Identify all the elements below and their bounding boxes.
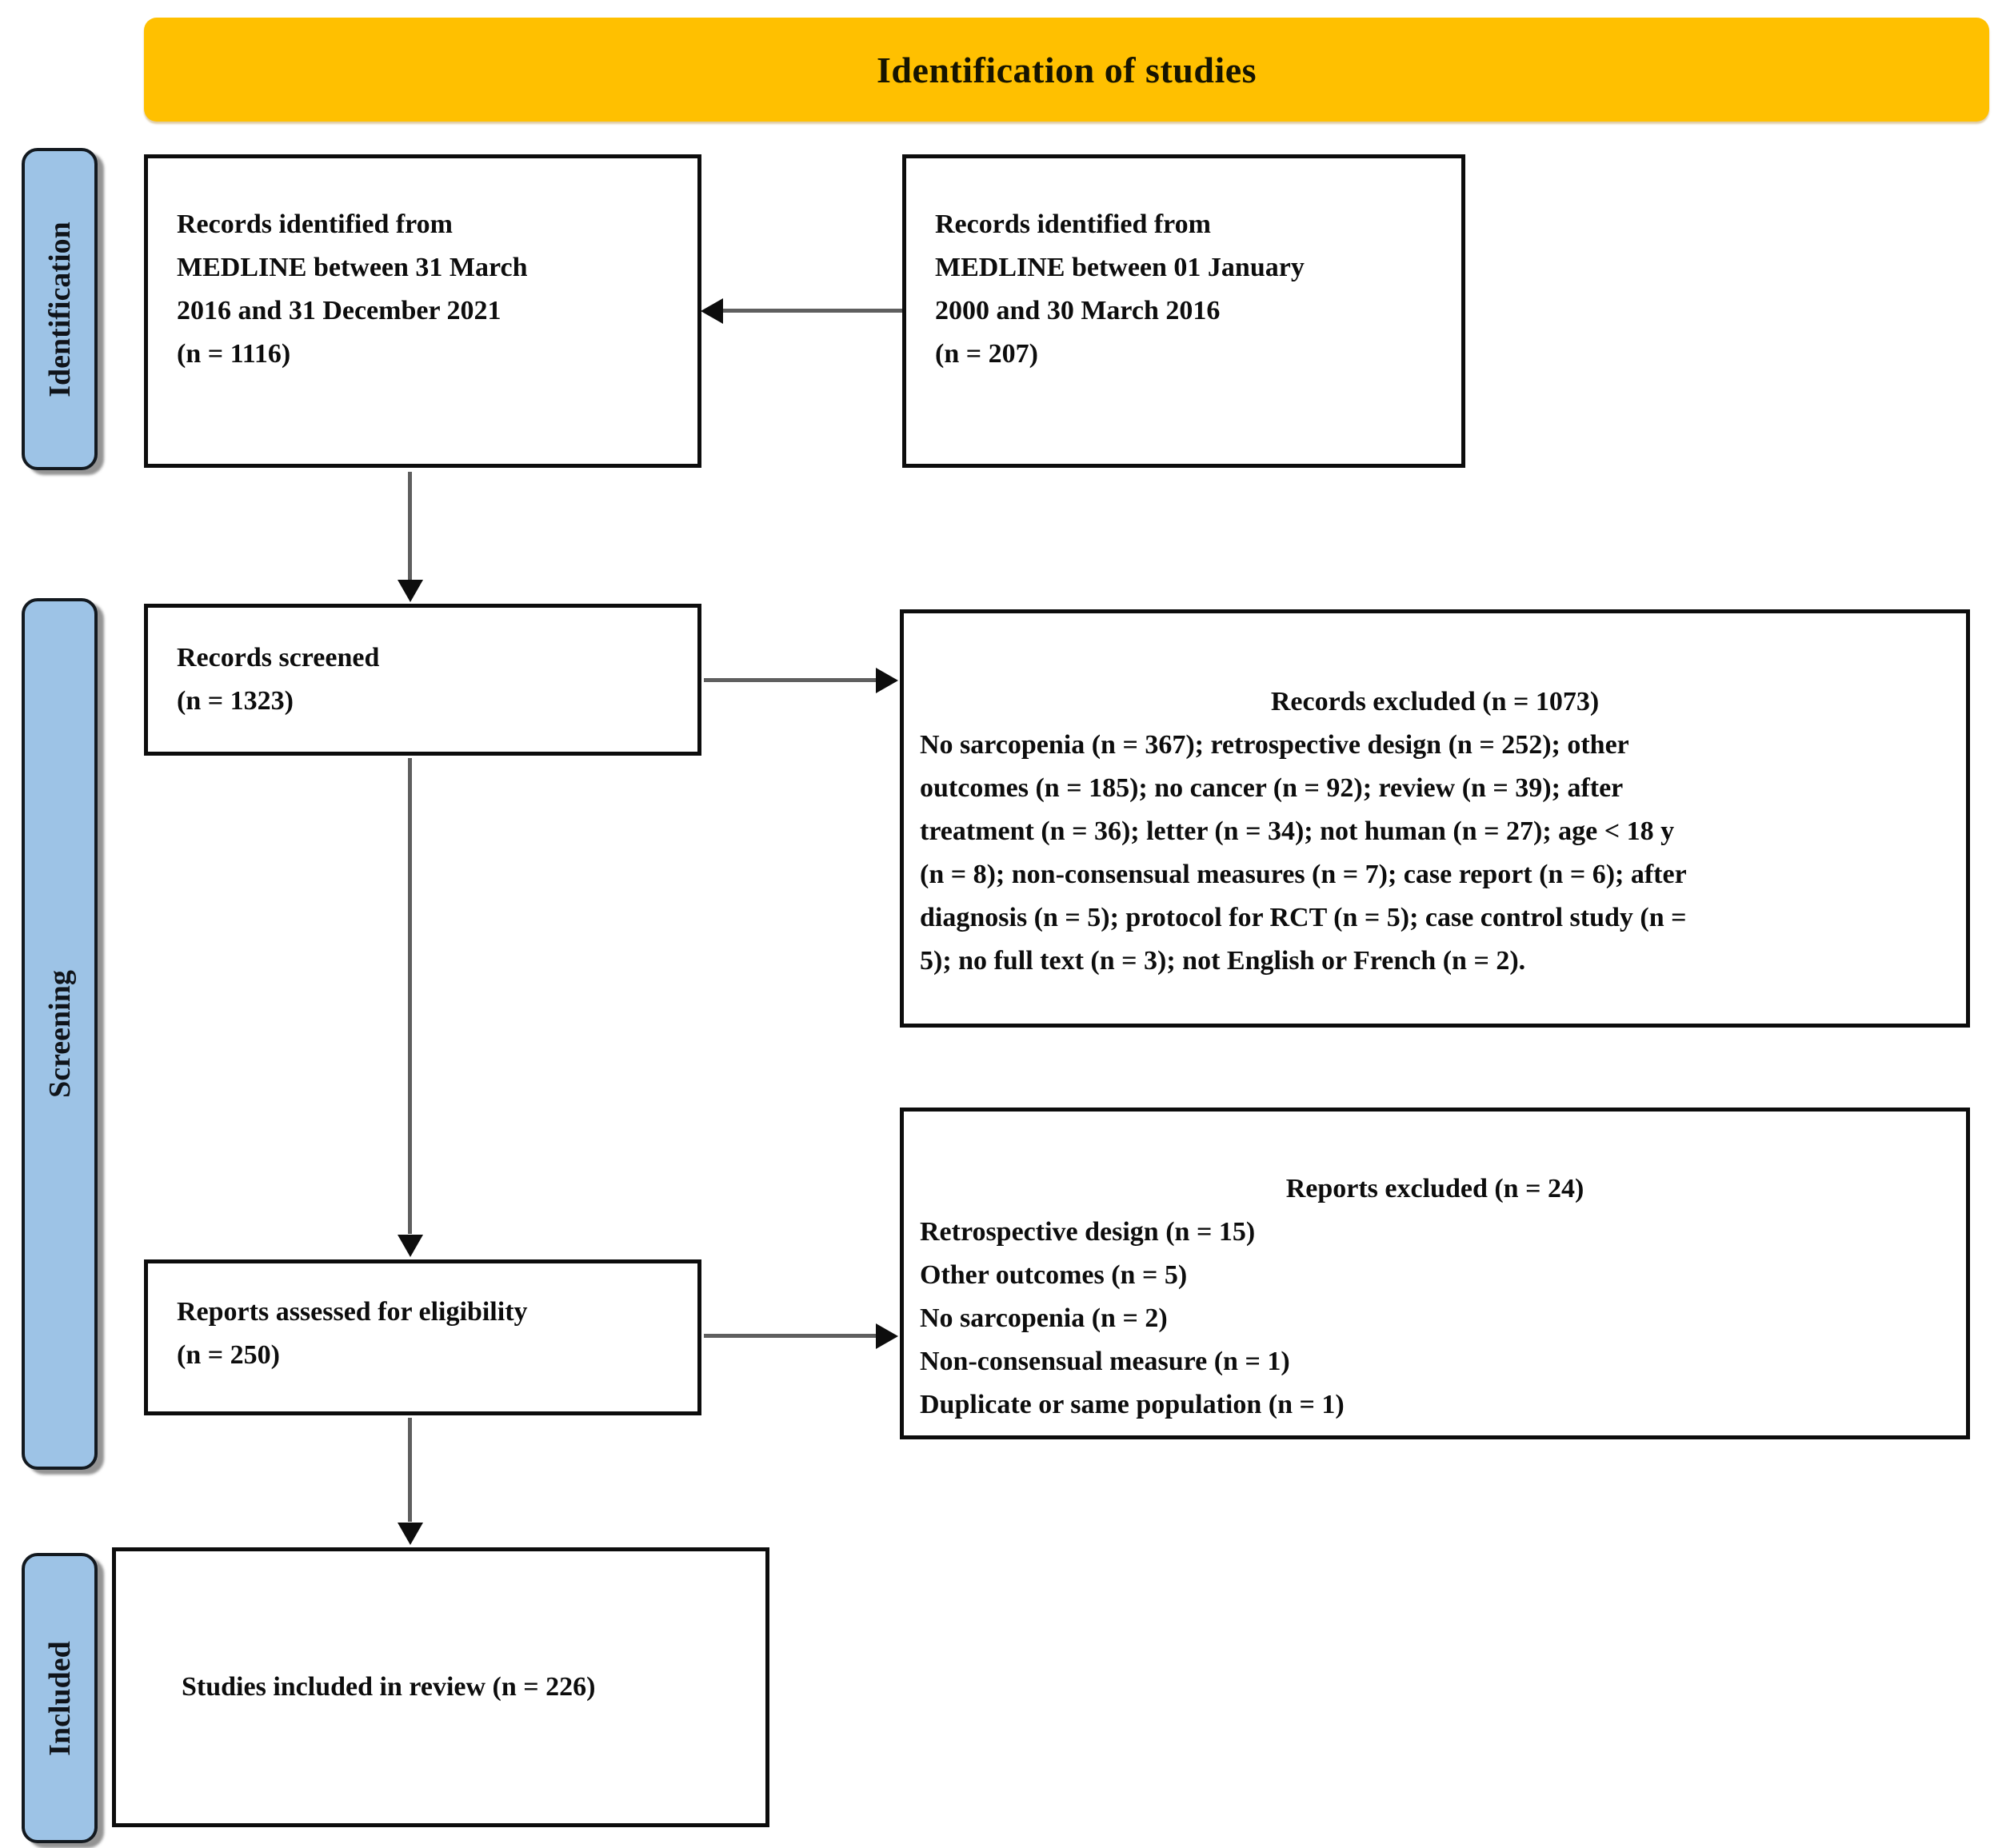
stage-label-screening: Screening: [42, 970, 77, 1098]
arrow-line-assessed-to-reports-excluded: [704, 1334, 876, 1338]
arrow-head-right-icon: [876, 1323, 898, 1349]
box-reports-excluded-title: Reports excluded (n = 24): [1285, 1174, 1584, 1203]
box-records-excluded: Records excluded (n = 1073) No sarcopeni…: [900, 609, 1970, 1028]
banner: Identification of studies: [144, 18, 1989, 122]
arrow-line-screened-to-assessed: [408, 758, 412, 1234]
stage-bar-included: Included: [22, 1553, 98, 1843]
arrow-line-screened-to-excluded: [704, 678, 876, 682]
stage-label-identification: Identification: [42, 221, 77, 397]
box-records-identified-earlier: Records identified from MEDLINE between …: [902, 154, 1465, 468]
stage-label-included: Included: [42, 1640, 77, 1756]
stage-bar-screening: Screening: [22, 598, 98, 1470]
stage-bar-identification: Identification: [22, 148, 98, 470]
box-reports-assessed-text: Reports assessed for eligibility (n = 25…: [177, 1297, 528, 1370]
box-records-identified-recent: Records identified from MEDLINE between …: [144, 154, 701, 468]
box-studies-included: Studies included in review (n = 226): [112, 1547, 769, 1827]
arrow-line-earlier-to-recent: [722, 309, 902, 313]
arrow-head-down-icon: [398, 580, 423, 602]
box-studies-included-text: Studies included in review (n = 226): [182, 1672, 596, 1702]
arrow-head-down-icon: [398, 1523, 423, 1545]
box-reports-assessed: Reports assessed for eligibility (n = 25…: [144, 1259, 701, 1415]
arrow-head-right-icon: [876, 668, 898, 693]
box-records-identified-earlier-text: Records identified from MEDLINE between …: [935, 210, 1305, 369]
box-records-identified-recent-text: Records identified from MEDLINE between …: [177, 210, 528, 369]
box-records-screened: Records screened (n = 1323): [144, 604, 701, 756]
arrow-head-left-icon: [701, 298, 723, 324]
arrow-line-assessed-to-included: [408, 1418, 412, 1522]
arrow-line-identified-to-screened: [408, 472, 412, 580]
banner-title: Identification of studies: [876, 49, 1257, 90]
arrow-head-down-icon: [398, 1235, 423, 1257]
box-records-excluded-title: Records excluded (n = 1073): [1270, 687, 1600, 716]
box-reports-excluded: Reports excluded (n = 24) Retrospective …: [900, 1108, 1970, 1439]
box-records-excluded-reasons: No sarcopenia (n = 367); retrospective d…: [920, 730, 1687, 976]
box-reports-excluded-reasons: Retrospective design (n = 15) Other outc…: [920, 1217, 1345, 1419]
box-records-screened-text: Records screened (n = 1323): [177, 643, 380, 716]
